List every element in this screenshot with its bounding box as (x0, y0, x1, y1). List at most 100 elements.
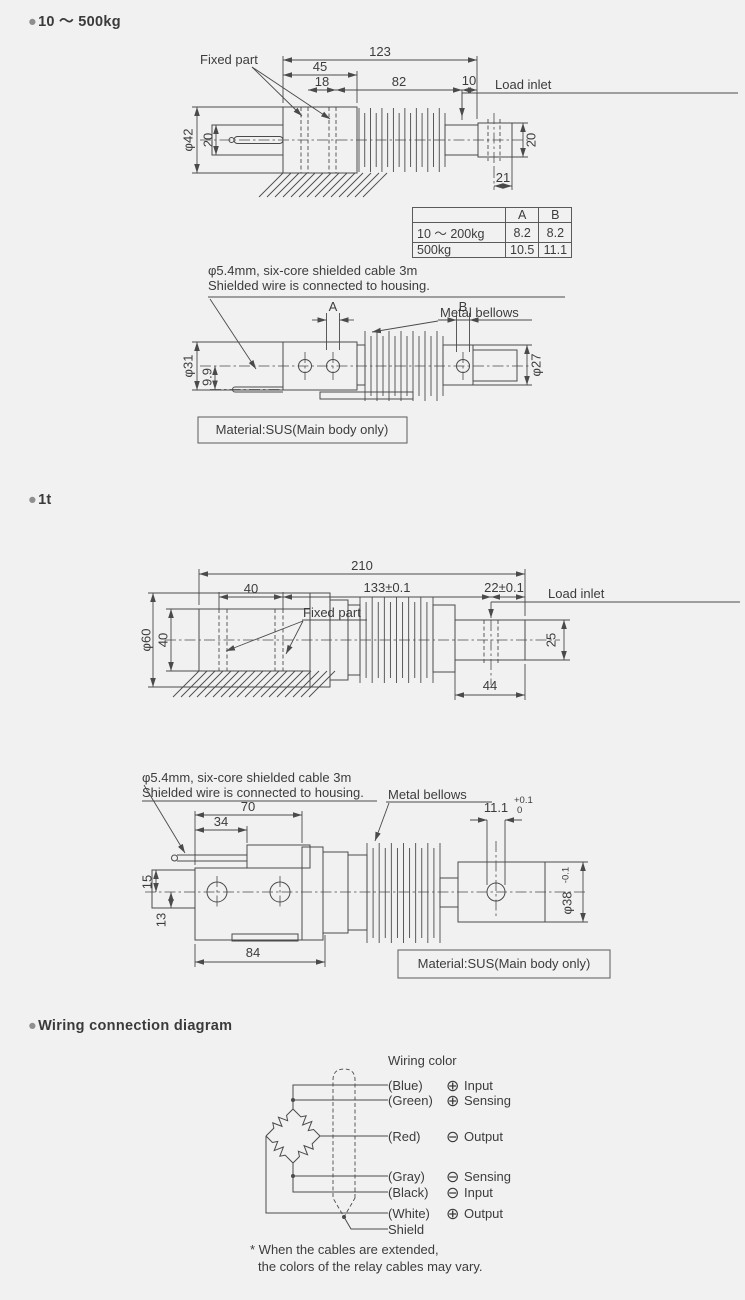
dim-44: 44 (483, 678, 497, 693)
table-corner-cell (412, 207, 506, 223)
dim-111-tol-lower: 0 (517, 805, 522, 816)
cable-note: φ5.4mm, six-core shielded cable 3m Shiel… (142, 770, 377, 854)
table-col-b: B (538, 207, 573, 223)
cable-note-line2: Shielded wire is connected to housing. (142, 785, 364, 800)
value-a: 10.5 (504, 242, 540, 258)
ab-dimension-table: A B 10 ～ 200kg 8.2 8.2 500kg 10.5 11.1 (412, 207, 573, 258)
metal-bellows-label: Metal bellows (388, 787, 467, 802)
table-row: 10 ～ 200kg 8.2 8.2 (412, 222, 573, 243)
dimensions: 123 45 18 82 10 φ42 20 20 21 (181, 44, 539, 190)
row-label: 10 ～ 200kg (412, 222, 506, 243)
dim-20-right: 20 (524, 133, 539, 147)
dim-99: 9.9 (200, 368, 215, 386)
dimensions: 70 34 15 13 11.1 +0.1 0 φ38 -0.1 84 (140, 795, 588, 967)
dim-20-left: 20 (201, 133, 216, 147)
polarity-plus-icon: ⊕ (446, 1078, 459, 1095)
table-col-a: A (504, 207, 540, 223)
value-a: 8.2 (504, 222, 540, 243)
bullet-icon: ● (28, 14, 38, 30)
wire-function: Input (464, 1185, 493, 1200)
bridge-circuit (265, 1108, 321, 1164)
body-outline (151, 844, 546, 942)
dim-13: 13 (154, 913, 169, 927)
polarity-plus-icon: ⊕ (446, 1093, 459, 1110)
resistor (292, 1135, 321, 1164)
wiring-color-title: Wiring color (388, 1053, 457, 1068)
drawing-10-500kg-top-view: φ5.4mm, six-core shielded cable 3m Shiel… (181, 263, 565, 444)
cable-sheath (332, 1068, 356, 1219)
mounting-hatch (258, 172, 388, 198)
fixed-part-label: Fixed part (303, 605, 361, 620)
metal-bellows-shape (358, 108, 446, 172)
wire-labels: (Blue) ⊕ Input (Green) ⊕ Sensing (Red) ⊖… (388, 1078, 511, 1237)
wire-function: Sensing (464, 1169, 511, 1184)
footnote-line2: the colors of the relay cables may vary. (258, 1259, 482, 1274)
footnote-line1: * When the cables are extended, (250, 1242, 439, 1257)
dim-dia42: φ42 (181, 129, 196, 152)
centerline (200, 113, 528, 167)
section2-header: ●1t (28, 492, 52, 508)
material-label: Material:SUS(Main body only) (418, 956, 591, 971)
section3-header-label: Wiring connection diagram (38, 1018, 233, 1034)
dim-82: 82 (392, 74, 406, 89)
metal-bellows-shape (359, 597, 434, 683)
polarity-minus-icon: ⊖ (446, 1169, 459, 1186)
dim-111: 11.1 (484, 800, 508, 815)
wire-color: (White) (388, 1206, 430, 1221)
dim-133: 133±0.1 (364, 580, 411, 595)
fixed-part-label: Fixed part (200, 52, 258, 67)
body-outline (198, 592, 526, 688)
wires (265, 1084, 388, 1230)
dimensions: A B φ31 9.9 φ27 (181, 299, 544, 391)
wire-color: (Green) (388, 1093, 433, 1108)
labels: Metal bellows (371, 305, 532, 334)
wiring-connection-diagram: Wiring color (Blue) ⊕ Input (Green) ⊕ (250, 1053, 511, 1274)
dim-210: 210 (351, 558, 373, 573)
dim-dia60: φ60 (139, 629, 154, 652)
cable-note: φ5.4mm, six-core shielded cable 3m Shiel… (208, 263, 565, 370)
dim-84: 84 (246, 945, 260, 960)
centerline (145, 841, 585, 917)
footnote: * When the cables are extended, the colo… (250, 1242, 482, 1274)
dim-b: B (459, 299, 468, 314)
wire-function: Input (464, 1078, 493, 1093)
wire-function: Output (464, 1206, 503, 1221)
dim-40-dia: 40 (156, 633, 171, 647)
resistor (265, 1108, 294, 1137)
drawing-1t-side-view: 210 40 133±0.1 22±0.1 φ60 40 25 44 Fixed… (139, 558, 740, 700)
dim-40-top: 40 (244, 581, 258, 596)
resistor (292, 1108, 321, 1137)
cable-note-line2: Shielded wire is connected to housing. (208, 278, 430, 293)
body-outline (232, 341, 518, 400)
material-note: Material:SUS(Main body only) (397, 949, 611, 979)
dim-dia38-tol: -0.1 (561, 867, 572, 883)
mounting-hatch (172, 670, 336, 698)
wire-color: (Black) (388, 1185, 428, 1200)
dim-22: 22±0.1 (484, 580, 524, 595)
centerline (165, 620, 560, 685)
value-b: 8.2 (538, 222, 573, 243)
dim-70: 70 (241, 799, 255, 814)
dimensions: 210 40 133±0.1 22±0.1 φ60 40 25 44 (139, 558, 570, 700)
wire-color: (Gray) (388, 1169, 425, 1184)
section3-header: ●Wiring connection diagram (28, 1018, 232, 1034)
dim-15: 15 (140, 875, 155, 889)
drawing-1t-top-view: φ5.4mm, six-core shielded cable 3m Shiel… (140, 770, 611, 979)
polarity-minus-icon: ⊖ (446, 1185, 459, 1202)
labels: Fixed part Load inlet (225, 586, 740, 655)
dim-111-tol-upper: +0.1 (514, 795, 533, 806)
dim-21: 21 (496, 170, 510, 185)
cable-note-line1: φ5.4mm, six-core shielded cable 3m (142, 770, 351, 785)
dim-34: 34 (214, 814, 228, 829)
dim-123: 123 (369, 44, 391, 59)
polarity-minus-icon: ⊖ (446, 1129, 459, 1146)
dim-10: 10 (462, 73, 476, 88)
cable-note-line1: φ5.4mm, six-core shielded cable 3m (208, 263, 417, 278)
value-b: 11.1 (538, 242, 573, 258)
bullet-icon: ● (28, 492, 38, 508)
table-row: 500kg 10.5 11.1 (412, 242, 573, 258)
resistor (265, 1135, 294, 1164)
dim-a: A (329, 299, 338, 314)
polarity-plus-icon: ⊕ (446, 1206, 459, 1223)
